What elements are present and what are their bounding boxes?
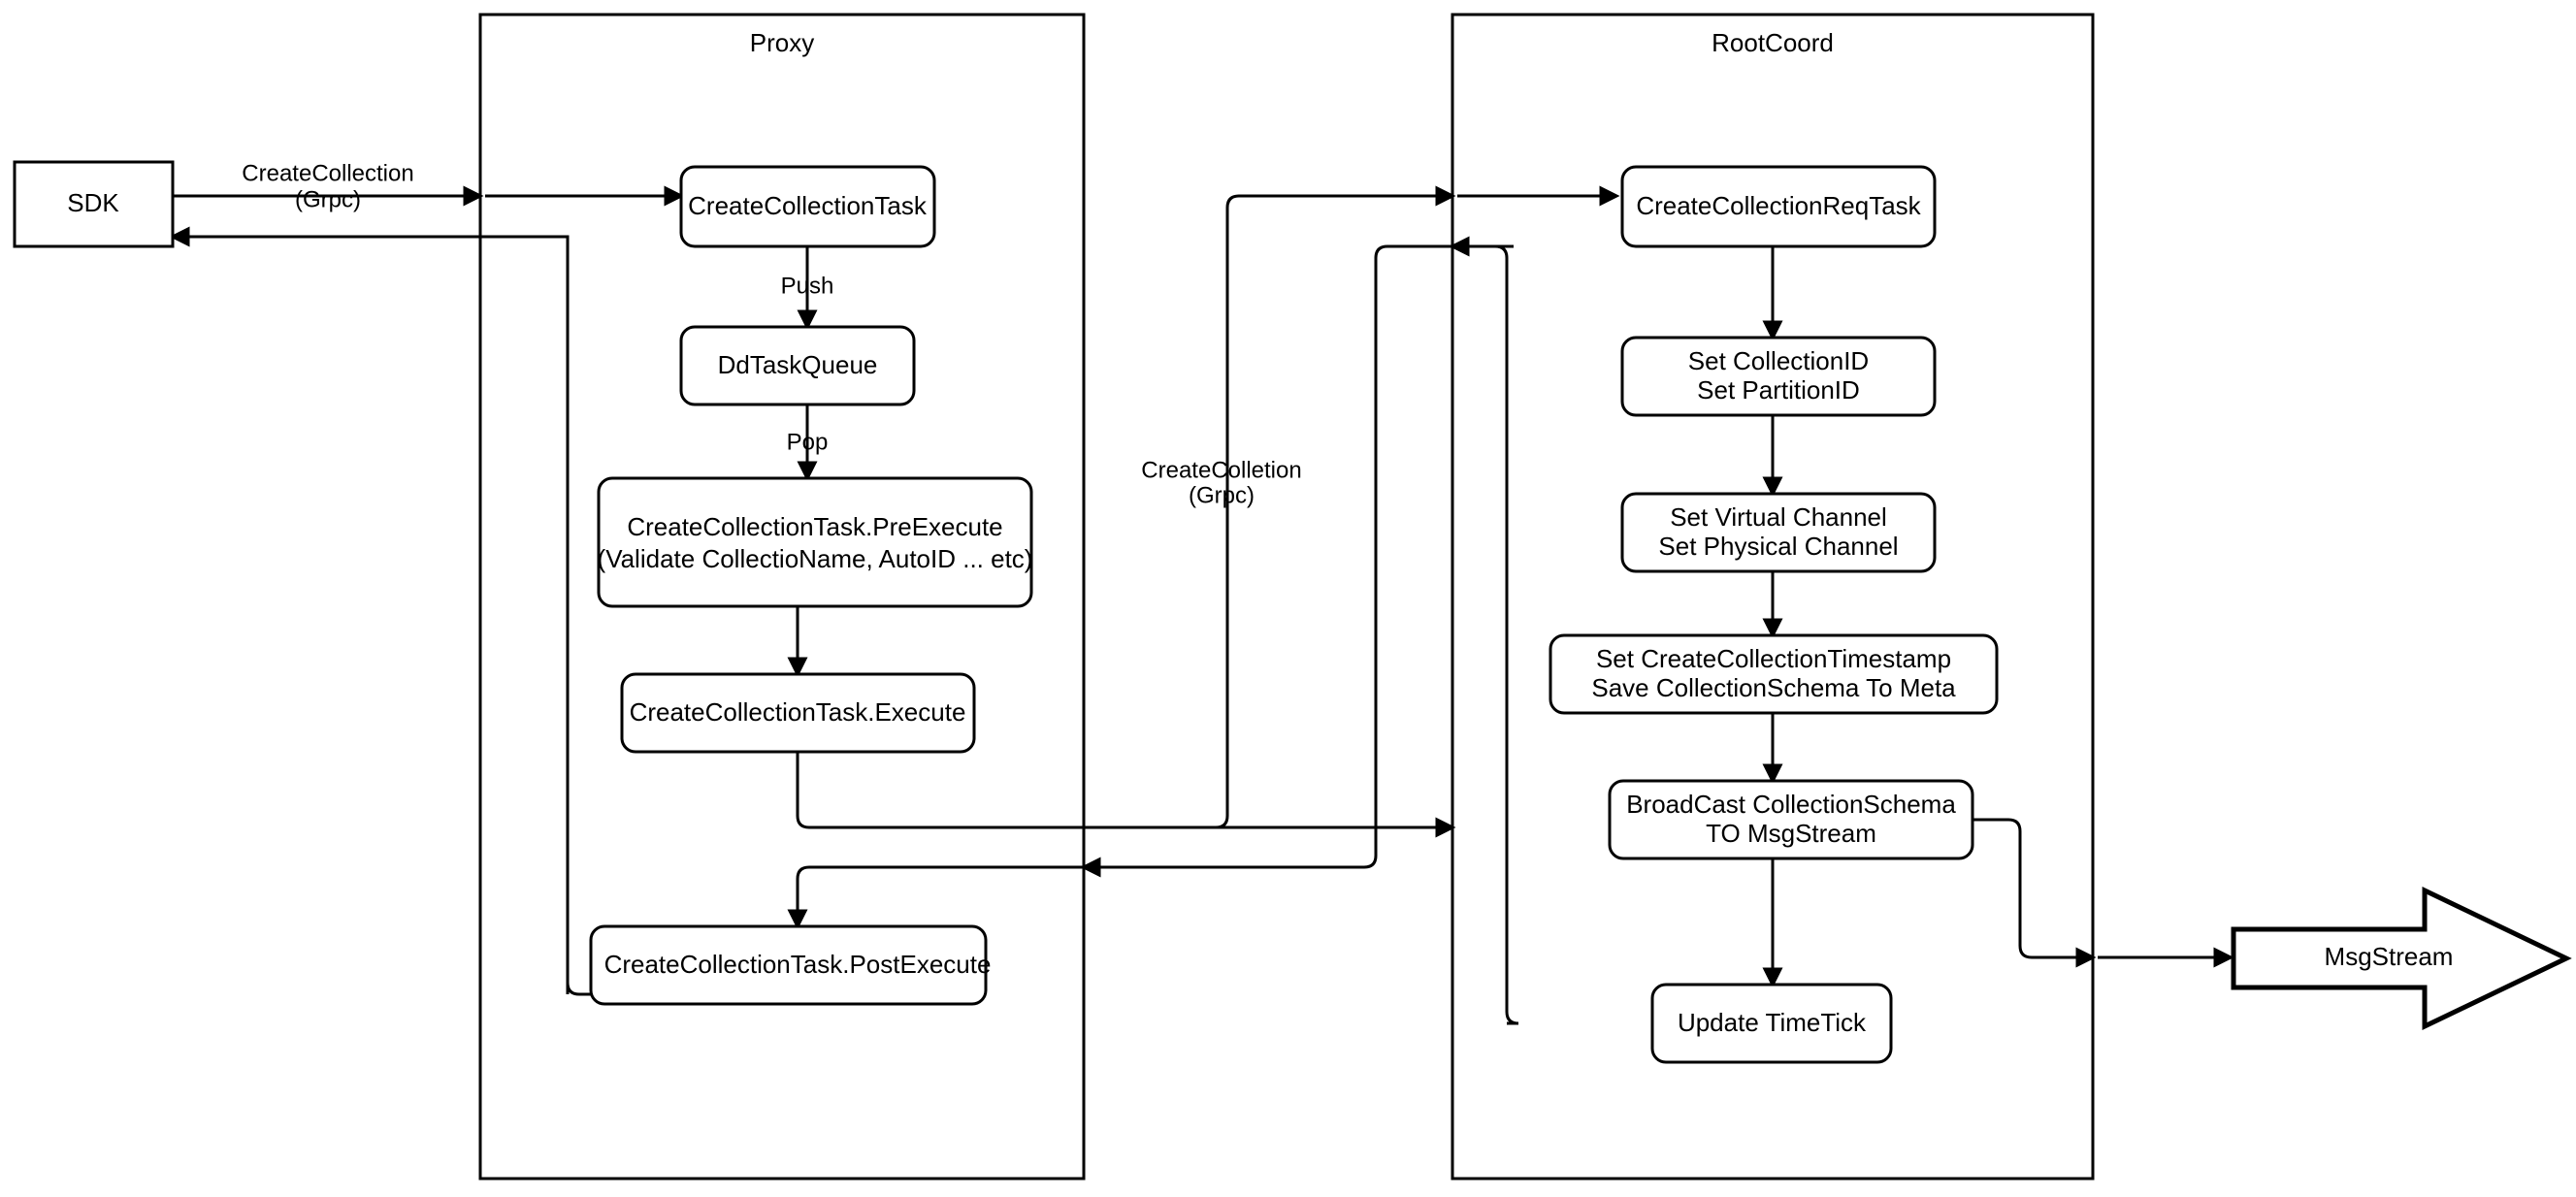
- node-pre-execute[interactable]: CreateCollectionTask.PreExecute (Validat…: [597, 476, 1033, 608]
- edge-label-createcollection-line2: (Grpc): [295, 186, 361, 212]
- edge-broadcast-to-msgstream-exit: [1973, 818, 2097, 968]
- post-execute-label: CreateCollectionTask.PostExecute: [604, 950, 992, 979]
- node-set-ids[interactable]: Set CollectionID Set PartitionID: [1620, 336, 1937, 417]
- node-create-collection-req-task[interactable]: CreateCollectionReqTask: [1620, 165, 1937, 248]
- broadcast-label-line1: BroadCast CollectionSchema: [1626, 790, 1956, 819]
- set-ids-label-line2: Set PartitionID: [1697, 375, 1860, 404]
- node-set-channel[interactable]: Set Virtual Channel Set Physical Channel: [1620, 492, 1937, 573]
- node-create-collection-task[interactable]: CreateCollectionTask: [679, 165, 936, 248]
- edge-label-grpc-line2: (Grpc): [1189, 482, 1255, 508]
- rootcoord-title: RootCoord: [1712, 28, 1834, 57]
- msgstream-label: MsgStream: [2325, 942, 2454, 971]
- edge-return-to-postexecute: [787, 865, 1084, 930]
- broadcast-box: [1608, 779, 1974, 860]
- proxy-title: Proxy: [750, 28, 814, 57]
- node-execute[interactable]: CreateCollectionTask.Execute: [620, 672, 976, 754]
- edge-postexecute-to-sdk: [169, 226, 570, 990]
- set-channel-box: [1620, 492, 1937, 573]
- set-ids-box: [1620, 336, 1937, 417]
- edge-rootcoord-return-across: [1089, 244, 1452, 869]
- edge-label-createcollection-line1: CreateCollection: [242, 160, 413, 186]
- execute-label: CreateCollectionTask.Execute: [630, 697, 966, 727]
- pre-execute-label-line1: CreateCollectionTask.PreExecute: [627, 512, 1002, 541]
- execute-box: [620, 672, 976, 754]
- pre-execute-label-line2: (Validate CollectioName, AutoID ... etc): [598, 544, 1033, 573]
- post-execute-box: [589, 924, 988, 1006]
- pre-execute-box: [597, 476, 1033, 608]
- update-timetick-box: [1650, 983, 1893, 1064]
- node-update-timetick[interactable]: Update TimeTick: [1650, 983, 1893, 1064]
- sdk-label: SDK: [67, 188, 119, 217]
- edge-label-pop: Pop: [787, 429, 829, 455]
- node-set-timestamp[interactable]: Set CreateCollectionTimestamp Save Colle…: [1549, 633, 1999, 715]
- node-post-execute[interactable]: CreateCollectionTask.PostExecute: [589, 924, 992, 1006]
- create-collection-req-task-box: [1620, 165, 1937, 248]
- edge-proxy-to-rootcoord: [1215, 185, 1456, 829]
- node-dd-task-queue[interactable]: DdTaskQueue: [679, 325, 916, 406]
- set-timestamp-label-line2: Save CollectionSchema To Meta: [1591, 673, 1956, 702]
- set-channel-label-line2: Set Physical Channel: [1658, 532, 1898, 561]
- set-timestamp-label-line1: Set CreateCollectionTimestamp: [1596, 644, 1951, 673]
- create-collection-task-box: [679, 165, 936, 248]
- dd-task-queue-box: [679, 325, 916, 406]
- edge-postexecute-corner: [566, 982, 580, 996]
- edge-label-grpc-line1: CreateColletion: [1141, 457, 1301, 483]
- set-timestamp-box: [1549, 633, 1999, 715]
- sdk-box: [13, 160, 175, 248]
- edge-label-push: Push: [781, 273, 834, 299]
- edge-execute-to-grpc-out: [796, 752, 1216, 829]
- broadcast-label-line2: TO MsgStream: [1706, 819, 1876, 848]
- dd-task-queue-label: DdTaskQueue: [718, 350, 878, 379]
- node-sdk[interactable]: SDK: [13, 160, 175, 248]
- node-msgstream[interactable]: MsgStream: [2231, 887, 2572, 1030]
- set-ids-label-line1: Set CollectionID: [1688, 346, 1869, 375]
- create-collection-req-task-label: CreateCollectionReqTask: [1636, 191, 1921, 220]
- msgstream-arrow-shape: [2231, 887, 2572, 1030]
- set-channel-label-line1: Set Virtual Channel: [1670, 502, 1887, 532]
- update-timetick-label: Update TimeTick: [1678, 1008, 1867, 1037]
- node-broadcast[interactable]: BroadCast CollectionSchema TO MsgStream: [1608, 779, 1974, 860]
- create-collection-task-label: CreateCollectionTask: [688, 191, 928, 220]
